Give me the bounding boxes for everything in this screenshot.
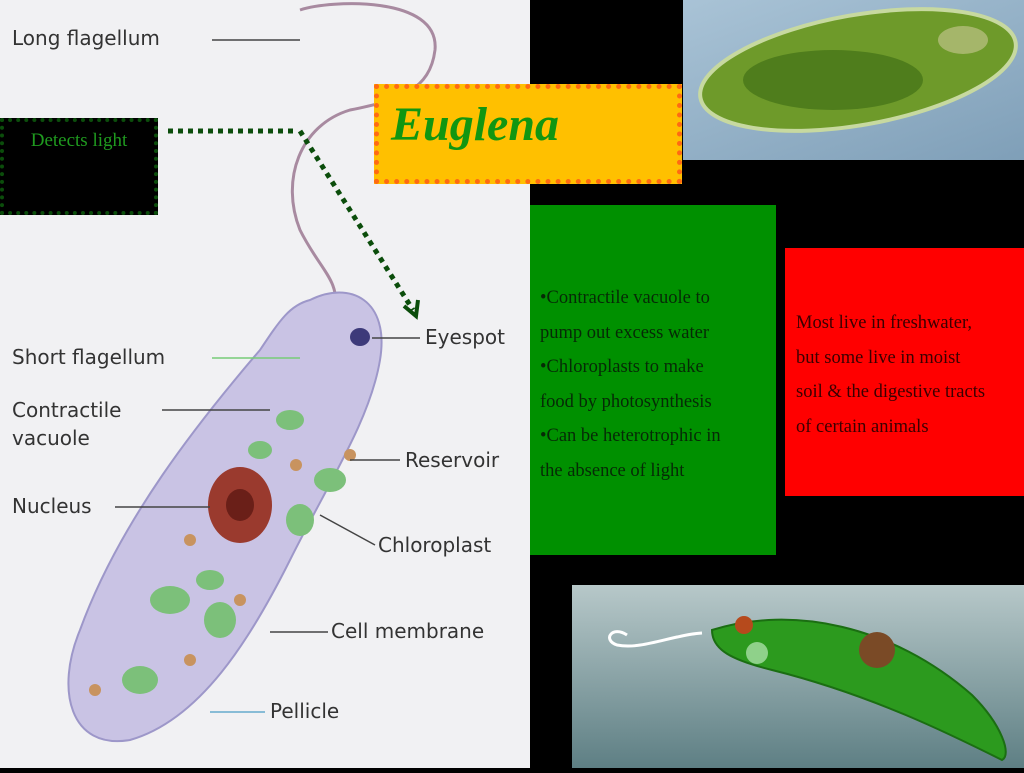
habitat-line: but some live in moist xyxy=(796,347,961,368)
feature-line: pump out excess water xyxy=(540,322,710,343)
feature-line: •Chloroplasts to make xyxy=(540,357,704,377)
label-contractile: Contractile xyxy=(12,398,122,422)
callout-arrow xyxy=(168,128,416,312)
label-pellicle: Pellicle xyxy=(270,699,340,723)
label-reservoir: Reservoir xyxy=(405,448,500,472)
habitat-box: Most live in freshwater, but some live i… xyxy=(785,248,1024,496)
feature-line: •Can be heterotrophic in xyxy=(540,426,721,446)
label-long-flagellum: Long flagellum xyxy=(12,26,160,50)
slide-title: Euglena xyxy=(391,98,560,151)
feature-line: •Contractile vacuole to xyxy=(540,288,710,308)
label-nucleus: Nucleus xyxy=(12,494,92,518)
habitat-line: of certain animals xyxy=(796,416,929,437)
detects-light-callout: Detects light xyxy=(0,118,158,215)
habitat-line: Most live in freshwater, xyxy=(796,313,972,333)
habitat-line: soil & the digestive tracts xyxy=(796,382,986,402)
euglena-illustration xyxy=(67,2,437,743)
euglena-3d-render xyxy=(572,585,1024,768)
title-box: Euglena xyxy=(374,84,682,184)
label-vacuole: vacuole xyxy=(12,426,90,450)
label-eyespot: Eyespot xyxy=(425,325,505,349)
feature-line: the absence of light xyxy=(540,460,685,481)
features-box: •Contractile vacuole to pump out excess … xyxy=(530,205,776,555)
euglena-micrograph xyxy=(683,0,1024,160)
feature-line: food by photosynthesis xyxy=(540,391,712,412)
label-short-flagellum: Short flagellum xyxy=(12,345,166,369)
label-chloroplast: Chloroplast xyxy=(378,533,492,557)
label-cell-membrane: Cell membrane xyxy=(331,619,485,643)
